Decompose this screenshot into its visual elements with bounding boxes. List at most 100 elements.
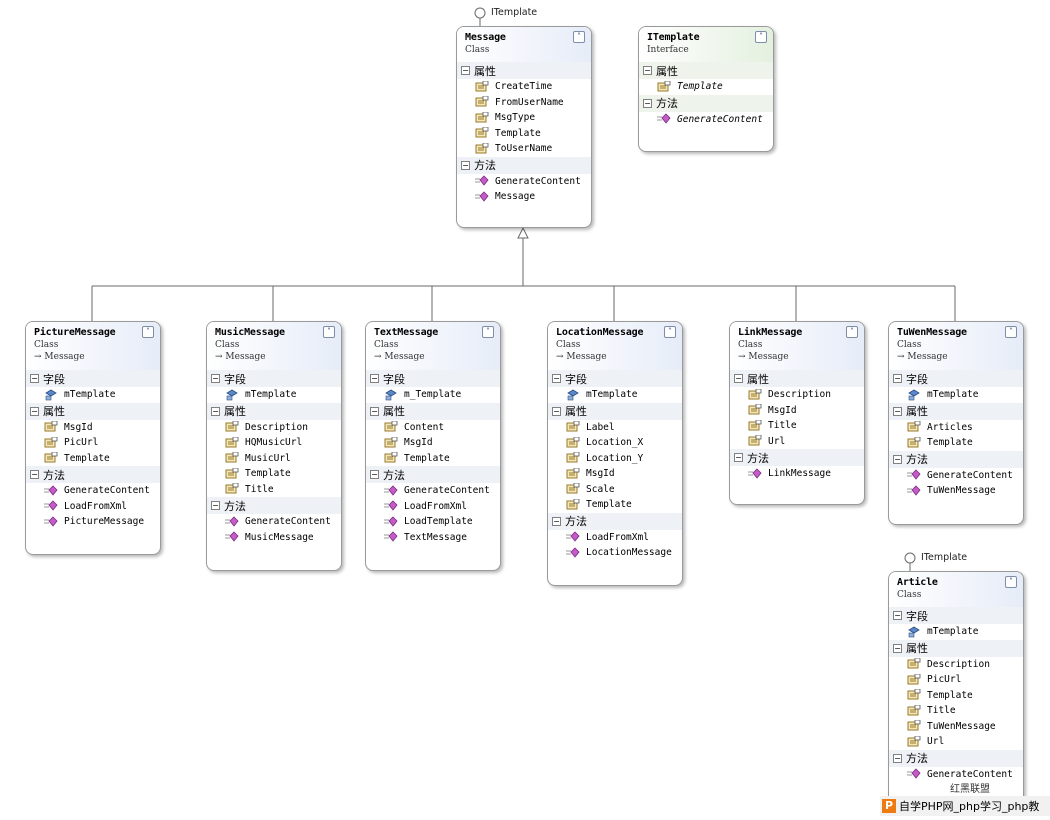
- member-row[interactable]: MsgType: [457, 110, 591, 126]
- member-row[interactable]: Message: [457, 189, 591, 205]
- collapse-toggle-icon[interactable]: −: [893, 753, 902, 763]
- compartment-header[interactable]: −字段: [207, 370, 341, 387]
- compartment-header[interactable]: −属性: [548, 402, 682, 420]
- member-row[interactable]: Content: [366, 420, 500, 436]
- member-row[interactable]: Description: [730, 387, 864, 403]
- collapse-toggle-icon[interactable]: −: [893, 406, 902, 416]
- member-row[interactable]: MsgId: [26, 420, 160, 436]
- collapse-toggle-icon[interactable]: −: [370, 470, 379, 479]
- compartment-header[interactable]: −属性: [457, 62, 591, 79]
- member-row[interactable]: GenerateContent: [639, 112, 773, 128]
- collapse-toggle-icon[interactable]: −: [893, 374, 902, 383]
- member-row[interactable]: Description: [889, 657, 1023, 673]
- collapse-toggle-icon[interactable]: −: [893, 611, 902, 620]
- member-row[interactable]: Template: [366, 451, 500, 467]
- member-row[interactable]: MsgId: [548, 466, 682, 482]
- member-row[interactable]: PictureMessage: [26, 514, 160, 530]
- member-row[interactable]: Url: [730, 434, 864, 450]
- compartment-header[interactable]: −方法: [457, 156, 591, 174]
- compartment-header[interactable]: −方法: [730, 449, 864, 466]
- compartment-header[interactable]: −方法: [889, 450, 1023, 468]
- compartment-header[interactable]: −字段: [26, 370, 160, 387]
- member-row[interactable]: Location_X: [548, 435, 682, 451]
- collapse-toggle-icon[interactable]: −: [734, 374, 743, 383]
- member-row[interactable]: PicUrl: [889, 672, 1023, 688]
- member-row[interactable]: Title: [889, 703, 1023, 719]
- compartment-header[interactable]: −属性: [730, 370, 864, 387]
- collapse-toggle-icon[interactable]: −: [211, 406, 220, 416]
- member-row[interactable]: TuWenMessage: [889, 719, 1023, 735]
- member-row[interactable]: Template: [889, 435, 1023, 451]
- member-row[interactable]: Template: [207, 466, 341, 482]
- member-row[interactable]: TextMessage: [366, 530, 500, 546]
- member-row[interactable]: LoadTemplate: [366, 514, 500, 530]
- member-row[interactable]: mTemplate: [207, 387, 341, 403]
- collapse-toggle-icon[interactable]: −: [552, 374, 561, 383]
- member-row[interactable]: GenerateContent: [889, 767, 1023, 783]
- compartment-header[interactable]: −属性: [207, 402, 341, 420]
- member-row[interactable]: MusicMessage: [207, 530, 341, 546]
- member-row[interactable]: Title: [207, 482, 341, 498]
- collapse-toggle-icon[interactable]: −: [30, 470, 39, 479]
- collapse-button[interactable]: ˄: [482, 326, 494, 338]
- collapse-button[interactable]: ˄: [1005, 576, 1017, 588]
- member-row[interactable]: mTemplate: [26, 387, 160, 403]
- member-row[interactable]: Label: [548, 420, 682, 436]
- member-row[interactable]: GenerateContent: [457, 174, 591, 190]
- collapse-toggle-icon[interactable]: −: [461, 66, 470, 75]
- collapse-toggle-icon[interactable]: −: [643, 66, 652, 75]
- collapse-toggle-icon[interactable]: −: [734, 453, 743, 462]
- member-row[interactable]: LocationMessage: [548, 545, 682, 561]
- member-row[interactable]: mTemplate: [889, 624, 1023, 640]
- member-row[interactable]: LoadFromXml: [366, 499, 500, 515]
- collapse-toggle-icon[interactable]: −: [30, 374, 39, 383]
- collapse-toggle-icon[interactable]: −: [893, 643, 902, 653]
- collapse-button[interactable]: ˄: [142, 326, 154, 338]
- member-row[interactable]: HQMusicUrl: [207, 435, 341, 451]
- member-row[interactable]: PicUrl: [26, 435, 160, 451]
- member-row[interactable]: MusicUrl: [207, 451, 341, 467]
- compartment-header[interactable]: −方法: [366, 466, 500, 483]
- member-row[interactable]: MsgId: [366, 435, 500, 451]
- compartment-header[interactable]: −字段: [889, 370, 1023, 387]
- member-row[interactable]: GenerateContent: [26, 483, 160, 499]
- compartment-header[interactable]: −属性: [889, 402, 1023, 420]
- member-row[interactable]: FromUserName: [457, 95, 591, 111]
- member-row[interactable]: LoadFromXml: [548, 530, 682, 546]
- collapse-toggle-icon[interactable]: −: [461, 160, 470, 170]
- collapse-button[interactable]: ˄: [1005, 326, 1017, 338]
- member-row[interactable]: ToUserName: [457, 141, 591, 157]
- member-row[interactable]: Template: [889, 688, 1023, 704]
- compartment-header[interactable]: −方法: [207, 497, 341, 514]
- compartment-header[interactable]: −方法: [639, 94, 773, 112]
- compartment-header[interactable]: −属性: [366, 402, 500, 420]
- collapse-button[interactable]: ˄: [323, 326, 335, 338]
- member-row[interactable]: Url: [889, 734, 1023, 750]
- compartment-header[interactable]: −方法: [889, 749, 1023, 767]
- member-row[interactable]: Location_Y: [548, 451, 682, 467]
- compartment-header[interactable]: −字段: [548, 370, 682, 387]
- collapse-toggle-icon[interactable]: −: [552, 406, 561, 416]
- member-row[interactable]: Scale: [548, 482, 682, 498]
- member-row[interactable]: Template: [26, 451, 160, 467]
- member-row[interactable]: Template: [457, 126, 591, 142]
- member-row[interactable]: GenerateContent: [889, 468, 1023, 484]
- compartment-header[interactable]: −字段: [889, 607, 1023, 624]
- collapse-button[interactable]: ˄: [664, 326, 676, 338]
- member-row[interactable]: mTemplate: [548, 387, 682, 403]
- member-row[interactable]: GenerateContent: [207, 514, 341, 530]
- member-row[interactable]: MsgId: [730, 403, 864, 419]
- collapse-button[interactable]: ˄: [846, 326, 858, 338]
- member-row[interactable]: Title: [730, 418, 864, 434]
- collapse-toggle-icon[interactable]: −: [370, 374, 379, 383]
- compartment-header[interactable]: −方法: [26, 466, 160, 483]
- member-row[interactable]: m_Template: [366, 387, 500, 403]
- collapse-button[interactable]: ˄: [573, 31, 585, 43]
- collapse-toggle-icon[interactable]: −: [552, 516, 561, 526]
- compartment-header[interactable]: −属性: [639, 62, 773, 79]
- member-row[interactable]: Description: [207, 420, 341, 436]
